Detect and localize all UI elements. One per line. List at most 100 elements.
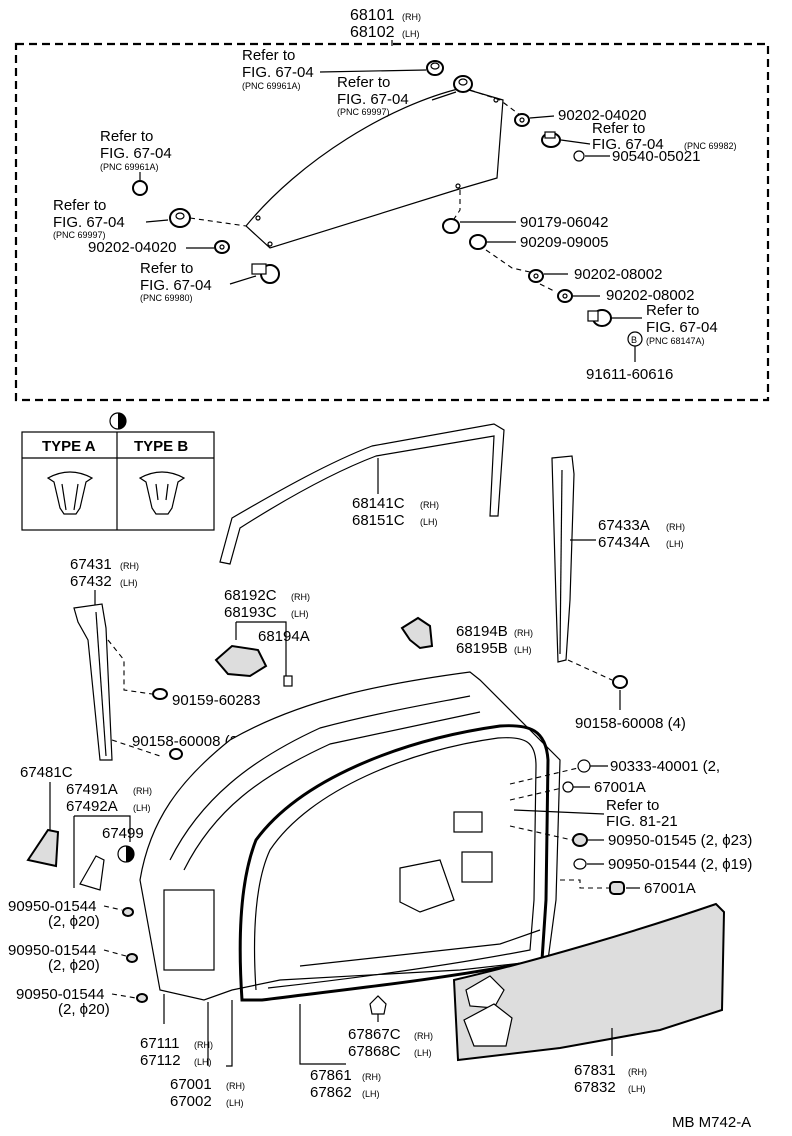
part-68192c: 68192C xyxy=(224,587,277,604)
pnc-69961a-1: (PNC 69961A) xyxy=(242,81,301,91)
part-68194b: 68194B xyxy=(456,623,508,640)
part-68141c-rh: (RH) xyxy=(420,500,439,510)
part-67001: 67001 xyxy=(170,1076,212,1093)
trim-board-67831 xyxy=(452,902,726,1062)
clip-icon xyxy=(426,60,444,76)
part-68102-lh: (LH) xyxy=(402,29,420,39)
part-67001a-a: 67001A xyxy=(594,779,646,796)
door-weatherstrip-67861 xyxy=(238,724,550,1002)
pnc-69997-2: (PNC 69997) xyxy=(53,230,106,240)
part-67481c: 67481C xyxy=(20,764,73,781)
garnish-67481c xyxy=(26,828,60,868)
part-68193c-lh: (LH) xyxy=(291,609,309,619)
washer-icon xyxy=(557,289,573,303)
clip-icon xyxy=(369,995,387,1022)
clip-icon xyxy=(573,858,587,870)
fig-6704-5: FIG. 67-04 xyxy=(53,214,125,231)
run-channel-67431 xyxy=(73,603,113,761)
phi20-b: (2, ϕ20) xyxy=(48,957,100,974)
refer-to-6: Refer to xyxy=(140,260,193,277)
door-glass xyxy=(245,87,504,249)
phi20-c: (2, ϕ20) xyxy=(58,1001,110,1018)
part-67492a-lh: (LH) xyxy=(133,803,151,813)
phi20-a: (2, ϕ20) xyxy=(48,913,100,930)
part-90950-01544-r: 90950-01544 (2, ϕ19) xyxy=(608,856,752,873)
part-67861-rh: (RH) xyxy=(362,1072,381,1082)
part-67433a: 67433A xyxy=(598,517,650,534)
part-67001-rh: (RH) xyxy=(226,1081,245,1091)
part-90209-09005: 90209-09005 xyxy=(520,234,608,251)
part-68101-rh: (RH) xyxy=(402,12,421,22)
clip-icon xyxy=(126,953,138,963)
part-67434a: 67434A xyxy=(598,534,650,551)
part-67433a-rh: (RH) xyxy=(666,522,685,532)
part-68192c-rh: (RH) xyxy=(291,592,310,602)
washer-icon xyxy=(514,113,530,127)
part-67002-lh: (LH) xyxy=(226,1098,244,1108)
pnc-69997-1: (PNC 69997) xyxy=(337,107,390,117)
type-b-header: TYPE B xyxy=(134,438,188,455)
part-90202-08002-a: 90202-08002 xyxy=(574,266,662,283)
clip-type-a-icon xyxy=(46,471,94,515)
part-68151c-lh: (LH) xyxy=(420,517,438,527)
washer-icon xyxy=(442,218,460,234)
pnc-69982: (PNC 69982) xyxy=(684,141,737,151)
b-marker: B xyxy=(631,335,637,345)
part-90202-04020-a: 90202-04020 xyxy=(558,107,646,124)
run-channel-67433a xyxy=(551,455,575,663)
part-91611-60616: 91611-60616 xyxy=(586,366,673,383)
refer-to-7: Refer to xyxy=(646,302,699,319)
part-68195b: 68195B xyxy=(456,640,508,657)
pnc-68147a: (PNC 68147A) xyxy=(646,336,705,346)
part-67831: 67831 xyxy=(574,1062,616,1079)
bolt-icon xyxy=(541,131,561,148)
nut-icon xyxy=(573,150,585,162)
part-90950-01544-a: 90950-01544 xyxy=(8,898,96,915)
clip-icon xyxy=(169,208,191,228)
part-67432: 67432 xyxy=(70,573,112,590)
refer-to-5: Refer to xyxy=(53,197,106,214)
clip-icon xyxy=(122,907,134,917)
part-68194a: 68194A xyxy=(258,628,310,645)
clip-icon xyxy=(132,180,148,196)
part-67434a-lh: (LH) xyxy=(666,539,684,549)
bracket-68194b xyxy=(400,616,434,650)
washer-icon xyxy=(469,234,487,250)
part-90950-01544-c: 90950-01544 xyxy=(16,986,104,1003)
part-68102: 68102 xyxy=(350,24,395,41)
part-67868c: 67868C xyxy=(348,1043,401,1060)
clip-icon xyxy=(136,993,148,1003)
part-90540-05021: 90540-05021 xyxy=(612,148,700,165)
pnc-69961a-2: (PNC 69961A) xyxy=(100,162,159,172)
part-90333-40001: 90333-40001 (2, xyxy=(610,758,720,775)
fig-6704-6: FIG. 67-04 xyxy=(140,277,212,294)
part-90950-01545: 90950-01545 (2, ϕ23) xyxy=(608,832,752,849)
refer-to-2: Refer to xyxy=(337,74,390,91)
clip-type-b-icon xyxy=(138,471,186,515)
fig-6704-7: FIG. 67-04 xyxy=(646,319,718,336)
part-68194b-rh: (RH) xyxy=(514,628,533,638)
part-68151c: 68151C xyxy=(352,512,405,529)
refer-to-3: Refer to xyxy=(592,120,645,137)
clip-icon xyxy=(572,833,588,847)
diagram-code: MB M742-A xyxy=(672,1114,751,1131)
part-90202-04020-b: 90202-04020 xyxy=(88,239,176,256)
part-67862-lh: (LH) xyxy=(362,1089,380,1099)
part-68141c: 68141C xyxy=(352,495,405,512)
part-67112-lh: (LH) xyxy=(194,1057,212,1067)
glass-assembly-frame xyxy=(14,42,770,402)
part-67001a-b: 67001A xyxy=(644,880,696,897)
part-68101: 68101 xyxy=(350,7,395,24)
part-67431-rh: (RH) xyxy=(120,561,139,571)
part-90179-06042: 90179-06042 xyxy=(520,214,608,231)
washer-icon xyxy=(528,269,544,283)
part-67491a: 67491A xyxy=(66,781,118,798)
refer-to-4: Refer to xyxy=(100,128,153,145)
refer-to-8: Refer to xyxy=(606,797,659,814)
part-90202-08002-b: 90202-08002 xyxy=(606,287,694,304)
part-67111-rh: (RH) xyxy=(194,1040,213,1050)
screw-icon xyxy=(152,688,168,700)
fig-8121: FIG. 81-21 xyxy=(606,813,678,830)
part-67002: 67002 xyxy=(170,1093,212,1110)
